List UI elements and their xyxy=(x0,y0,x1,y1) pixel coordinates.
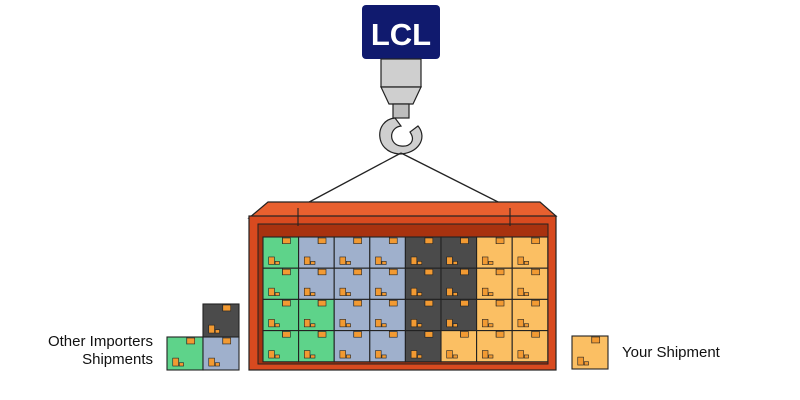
cargo-box-blue xyxy=(333,298,371,332)
legend-box-orange xyxy=(571,335,609,370)
sling-right xyxy=(400,152,511,209)
container-cargo xyxy=(262,236,549,363)
cargo-box-orange xyxy=(476,330,513,363)
legend-box-dark xyxy=(202,303,240,338)
cargo-box-blue xyxy=(333,236,371,269)
cargo-box-green xyxy=(298,298,335,332)
other-importers-stack xyxy=(166,303,240,371)
cargo-box-dark xyxy=(440,298,478,332)
cargo-box-dark xyxy=(404,298,442,332)
cargo-box-dark xyxy=(404,267,442,300)
lcl-badge-label: LCL xyxy=(371,17,431,52)
other-importers-label-line1: Other Importers xyxy=(48,333,153,350)
cargo-box-orange xyxy=(511,330,549,363)
lcl-badge: LCL xyxy=(362,5,440,59)
cargo-box-blue xyxy=(369,236,406,269)
cargo-box-blue xyxy=(333,267,371,300)
cargo-box-green xyxy=(298,330,335,363)
cargo-box-blue xyxy=(298,267,335,300)
hook-collar xyxy=(380,86,422,105)
other-importers-label-line2: Shipments xyxy=(82,351,153,368)
cargo-box-blue xyxy=(369,267,406,300)
cargo-box-dark xyxy=(440,267,478,300)
legend-box-blue xyxy=(202,336,240,371)
cargo-box-green xyxy=(262,298,300,332)
cargo-box-dark xyxy=(404,330,442,363)
cargo-box-dark xyxy=(440,236,478,269)
cargo-box-orange xyxy=(476,298,513,332)
cargo-box-green xyxy=(262,330,300,363)
cargo-box-green xyxy=(262,267,300,300)
cargo-box-orange xyxy=(476,236,513,269)
hook-neck xyxy=(392,103,410,119)
cargo-box-orange xyxy=(440,330,478,363)
your-shipment-box xyxy=(571,335,609,370)
legend-box-green xyxy=(166,336,204,371)
cargo-box-green xyxy=(262,236,300,269)
cargo-box-blue xyxy=(298,236,335,269)
cargo-box-blue xyxy=(333,330,371,363)
cargo-box-orange xyxy=(511,298,549,332)
sling-left xyxy=(297,152,402,209)
your-shipment-label: Your Shipment xyxy=(622,344,721,361)
shipping-container xyxy=(247,201,558,371)
hook-curve xyxy=(379,117,423,155)
lcl-badge-background xyxy=(362,5,440,59)
cargo-box-orange xyxy=(511,267,549,300)
cargo-box-dark xyxy=(404,236,442,269)
cargo-box-blue xyxy=(369,330,406,363)
cargo-box-blue xyxy=(369,298,406,332)
cargo-box-orange xyxy=(511,236,549,269)
crane-hook-icon xyxy=(379,58,423,155)
hook-shaft xyxy=(380,58,422,88)
cargo-box-orange xyxy=(476,267,513,300)
